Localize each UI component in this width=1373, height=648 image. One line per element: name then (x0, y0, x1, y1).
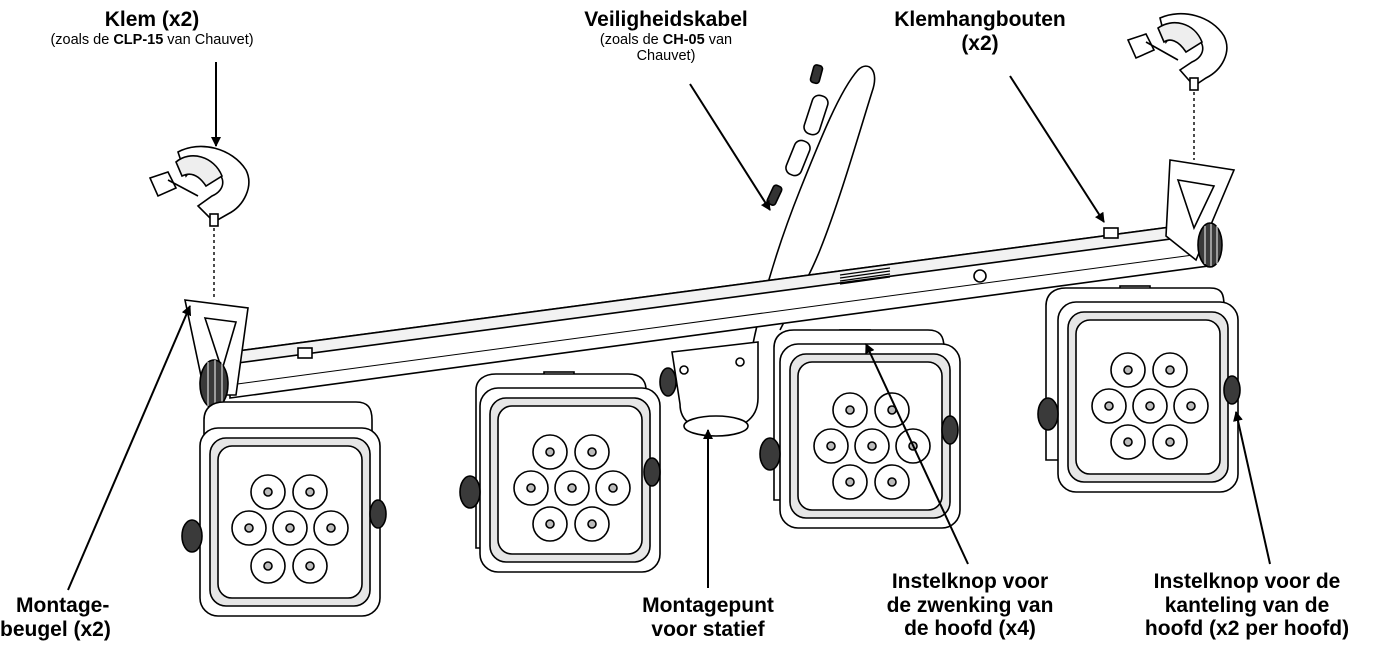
klem-sub-model: CLP-15 (113, 31, 164, 48)
klemhangbouten-line2: (x2) (961, 31, 999, 55)
arrow-kanteling (1233, 411, 1271, 565)
zwenking-line3: de hoofd (x4) (904, 617, 1036, 641)
klem-subtitle: (zoals de CLP-15 van Chauvet) (2, 32, 302, 48)
veiligheidskabel-title: Veiligheidskabel (584, 8, 748, 31)
left-mounting-bracket (183, 299, 249, 409)
klem-sub-pre: (zoals de (50, 31, 114, 48)
right-clamp (1126, 12, 1228, 91)
veiligheidskabel-sub-pre: (zoals de (599, 31, 663, 48)
par-head-3 (759, 329, 961, 529)
kanteling-line1: Instelknop voor de (1153, 570, 1341, 593)
arrow-veiligheidskabel (689, 83, 771, 211)
klemhangbouten-line1: Klemhangbouten (894, 8, 1066, 31)
montagebeugel-line1: Montage- (16, 594, 110, 617)
right-mounting-bracket (1165, 159, 1236, 268)
label-montagebeugel: Montage- beugel (x2) (0, 594, 160, 641)
safety-cable (747, 64, 876, 371)
label-klem: Klem (x2) (zoals de CLP-15 van Chauvet) (2, 8, 302, 48)
veiligheidskabel-sub-mid: van (704, 31, 733, 48)
montagepunt-line1: Montagepunt (642, 594, 774, 617)
label-veiligheidskabel: Veiligheidskabel (zoals de CH-05 van Cha… (566, 8, 766, 64)
kanteling-line2: kanteling van de (1164, 593, 1330, 617)
zwenking-line2: de zwenking van (886, 593, 1054, 617)
tripod-mount (659, 341, 759, 437)
label-kanteling: Instelknop voor de kanteling van de hoof… (1122, 570, 1372, 641)
klem-sub-post: van Chauvet) (163, 31, 254, 48)
montagepunt-line2: voor statief (651, 617, 765, 641)
label-zwenking: Instelknop voor de zwenking van de hoofd… (860, 570, 1080, 641)
arrow-klemhangbouten (1009, 75, 1105, 223)
veiligheidskabel-sub-model: CH-05 (662, 31, 705, 48)
label-montagepunt: Montagepunt voor statief (610, 594, 806, 641)
par-head-4 (1037, 285, 1241, 493)
arrow-zwenking (865, 343, 969, 565)
left-clamp (148, 145, 250, 227)
veiligheidskabel-subtitle-2: Chauvet) (636, 47, 696, 64)
kanteling-line3: hoofd (x2 per hoofd) (1144, 617, 1350, 641)
label-klemhangbouten: Klemhangbouten (x2) (880, 8, 1080, 55)
par-head-2 (459, 371, 661, 573)
veiligheidskabel-subtitle: (zoals de CH-05 van (566, 32, 766, 48)
zwenking-line1: Instelknop voor (891, 570, 1049, 593)
par-head-1 (181, 401, 387, 617)
arrow-montagebeugel (67, 305, 192, 591)
klem-title: Klem (x2) (104, 8, 200, 31)
montagebeugel-line2: beugel (x2) (0, 617, 111, 641)
